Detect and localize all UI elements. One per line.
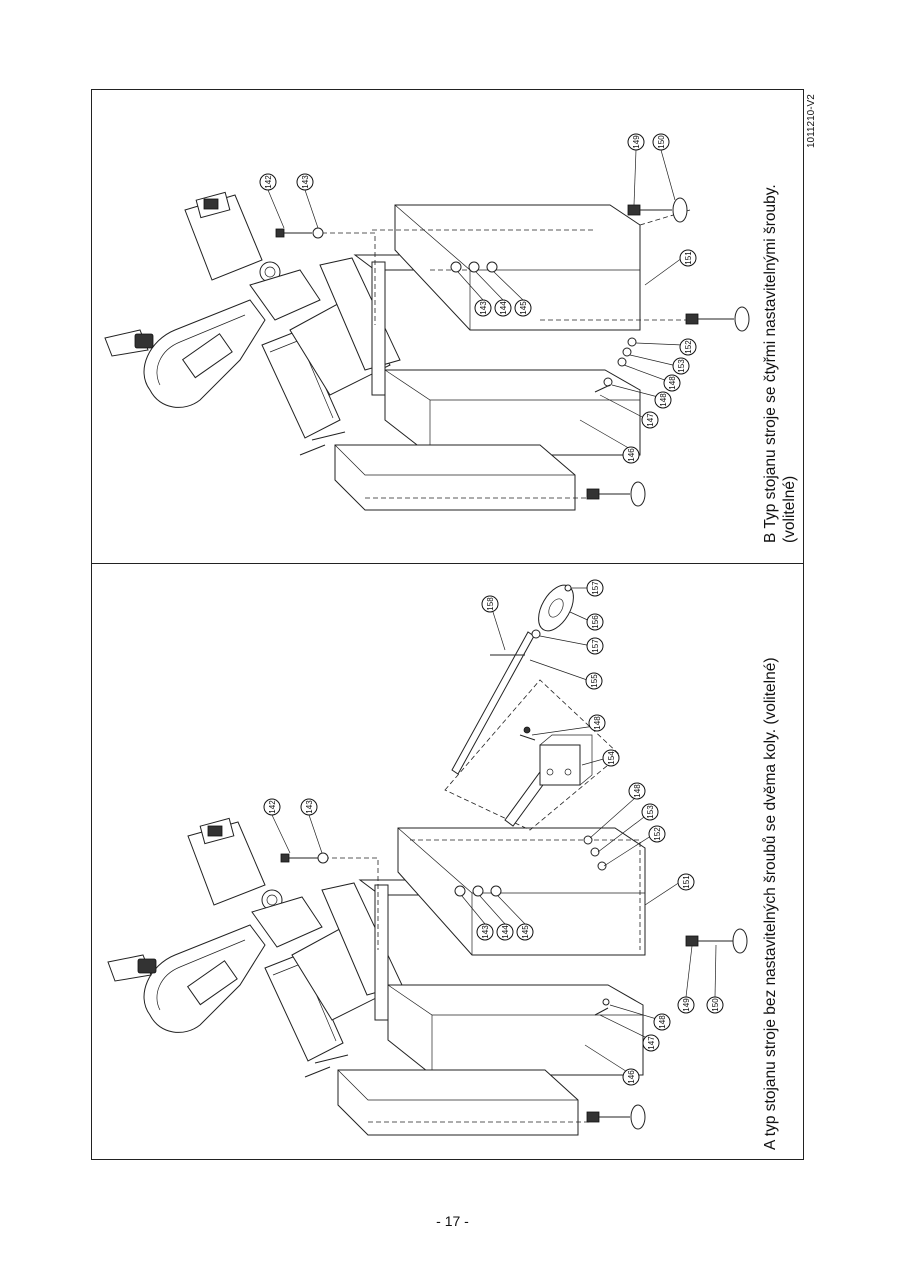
svg-text:145: 145 [519, 301, 528, 315]
leveling-feet-b [586, 197, 750, 507]
leveling-feet-a [586, 928, 748, 1130]
svg-text:145: 145 [521, 925, 530, 939]
callout-b-145: 145 [514, 299, 532, 317]
callout-b-146: 146 [622, 446, 640, 464]
page-frame [91, 89, 804, 1160]
callout-b-147: 147 [641, 411, 659, 429]
callout-b-148: 148 [663, 374, 681, 392]
svg-text:143: 143 [305, 800, 314, 814]
panel-b-caption-line1: B Typ stojanu stroje se čtyřmi nastavite… [762, 184, 779, 543]
svg-text:148: 148 [633, 784, 642, 798]
svg-text:143: 143 [481, 925, 490, 939]
callout-a-143: 143 [300, 798, 318, 816]
svg-text:148: 148 [658, 1015, 667, 1029]
callout-b-152: 152 [679, 338, 697, 356]
panel-b-callouts: 142 143 149 150 151 143 144 145 152 153 … [259, 133, 697, 464]
callout-a-148-3: 148 [653, 1013, 671, 1031]
callout-a-153: 153 [641, 803, 659, 821]
svg-text:144: 144 [499, 301, 508, 315]
svg-text:153: 153 [646, 805, 655, 819]
callout-a-157-2: 157 [586, 579, 604, 597]
callout-a-152: 152 [648, 825, 666, 843]
panel-b-caption-line2: (volitelné) [781, 475, 798, 543]
callout-b-144: 144 [494, 299, 512, 317]
svg-text:148: 148 [659, 393, 668, 407]
svg-text:152: 152 [653, 827, 662, 841]
svg-text:142: 142 [268, 800, 277, 814]
svg-text:146: 146 [627, 448, 636, 462]
svg-text:157: 157 [591, 581, 600, 595]
panel-b-drawing [104, 149, 750, 511]
svg-text:147: 147 [646, 413, 655, 427]
callout-b-149: 149 [627, 133, 645, 151]
svg-text:150: 150 [657, 135, 666, 149]
panel-a-caption: A typ stojanu stroje bez nastavitelných … [762, 657, 779, 1150]
svg-text:147: 147 [647, 1036, 656, 1050]
svg-text:149: 149 [632, 135, 641, 149]
panel-a-drawing [107, 584, 748, 1136]
callout-a-150: 150 [706, 996, 724, 1014]
callout-b-151: 151 [679, 249, 697, 267]
panel-divider [91, 563, 804, 564]
callout-a-147: 147 [642, 1034, 660, 1052]
callout-a-151: 151 [677, 873, 695, 891]
callout-a-144: 144 [496, 923, 514, 941]
callout-b-143: 143 [296, 173, 314, 191]
wheel-assembly-a [451, 584, 593, 827]
callout-a-148-2: 148 [588, 714, 606, 732]
callout-a-145: 145 [516, 923, 534, 941]
page-number: - 17 - [436, 1213, 469, 1229]
svg-text:158: 158 [486, 597, 495, 611]
callout-a-156: 156 [586, 613, 604, 631]
callout-b-150: 150 [652, 133, 670, 151]
svg-text:151: 151 [684, 251, 693, 265]
callout-a-146: 146 [622, 1068, 640, 1086]
callout-b-153: 153 [672, 357, 690, 375]
svg-text:149: 149 [682, 998, 691, 1012]
callout-a-143-2: 143 [476, 923, 494, 941]
callout-a-154: 154 [602, 749, 620, 767]
band-saw-head-a [107, 817, 349, 1078]
panel-b-caption: B Typ stojanu stroje se čtyřmi nastavite… [761, 184, 799, 543]
svg-text:156: 156 [591, 615, 600, 629]
svg-text:157: 157 [591, 639, 600, 653]
callout-a-158: 158 [481, 595, 499, 613]
panel-a-callouts: 142 143 143 144 145 151 148 153 152 154 … [263, 579, 724, 1086]
callout-a-142: 142 [263, 798, 281, 816]
callout-a-149: 149 [677, 996, 695, 1014]
callout-b-143-2: 143 [474, 299, 492, 317]
svg-text:143: 143 [301, 175, 310, 189]
svg-text:155: 155 [590, 674, 599, 688]
callout-a-148: 148 [628, 782, 646, 800]
callout-a-155: 155 [585, 672, 603, 690]
svg-text:144: 144 [501, 925, 510, 939]
svg-text:152: 152 [684, 340, 693, 354]
svg-text:148: 148 [668, 376, 677, 390]
callout-a-157: 157 [586, 637, 604, 655]
svg-text:148: 148 [593, 716, 602, 730]
svg-text:151: 151 [682, 875, 691, 889]
callout-b-142: 142 [259, 173, 277, 191]
svg-text:150: 150 [711, 998, 720, 1012]
callout-b-148-2: 148 [654, 391, 672, 409]
drawing-code: 1011210-V2 [806, 94, 817, 148]
svg-text:154: 154 [607, 751, 616, 765]
svg-text:153: 153 [677, 359, 686, 373]
svg-text:142: 142 [264, 175, 273, 189]
svg-text:146: 146 [627, 1070, 636, 1084]
band-saw-head-b [104, 191, 346, 456]
svg-text:143: 143 [479, 301, 488, 315]
